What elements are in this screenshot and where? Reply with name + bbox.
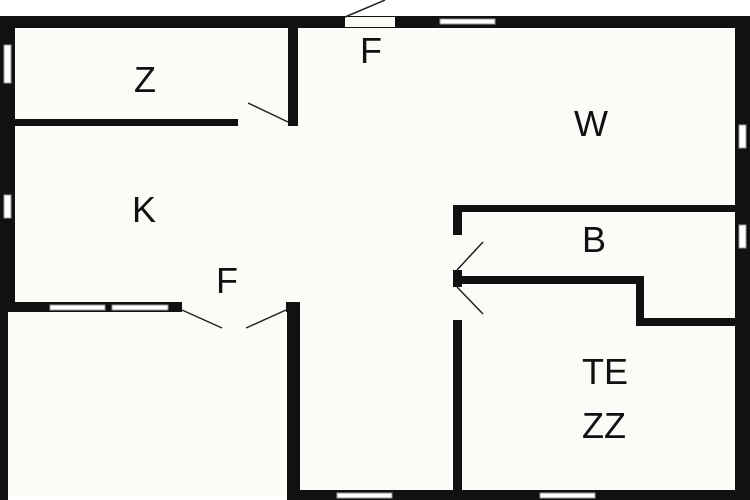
door-k bbox=[182, 302, 286, 312]
window bbox=[336, 492, 393, 499]
window bbox=[439, 18, 496, 25]
room-label-w: W bbox=[574, 103, 608, 144]
door-swing bbox=[181, 309, 223, 329]
door-swing bbox=[344, 0, 386, 18]
windows bbox=[3, 18, 747, 499]
room-label-b: B bbox=[582, 219, 606, 260]
room-labels: Z F W K F B TE ZZ bbox=[132, 30, 628, 446]
room-label-k: K bbox=[132, 189, 156, 230]
floor-area bbox=[8, 22, 743, 497]
wall-bottom bbox=[287, 490, 750, 500]
window bbox=[49, 304, 106, 311]
wall-right bbox=[735, 16, 750, 500]
wall-left-lower bbox=[0, 302, 8, 500]
wall-corridor-left bbox=[287, 302, 300, 500]
door-openings bbox=[181, 0, 484, 329]
door-swing bbox=[456, 286, 484, 315]
door-swing bbox=[247, 102, 289, 123]
window bbox=[3, 194, 12, 219]
window bbox=[111, 304, 169, 311]
wall-z-right bbox=[288, 28, 298, 126]
wall-left-upper bbox=[0, 16, 15, 312]
window bbox=[3, 44, 12, 84]
window bbox=[738, 224, 747, 249]
room-label-z: Z bbox=[134, 59, 156, 100]
door-f-top bbox=[345, 17, 395, 27]
door-b bbox=[453, 235, 462, 270]
window bbox=[738, 124, 747, 149]
room-label-zz: ZZ bbox=[582, 405, 626, 446]
wall-z-bottom bbox=[15, 119, 238, 126]
room-label-f-top: F bbox=[360, 30, 382, 71]
wall-b-bottom bbox=[462, 276, 644, 284]
wall-b-step bbox=[636, 276, 644, 326]
window bbox=[539, 492, 596, 499]
room-label-te: TE bbox=[582, 351, 628, 392]
wall-b-top bbox=[453, 205, 743, 212]
door-swing bbox=[245, 309, 287, 329]
door-swing bbox=[456, 241, 484, 271]
wall-bath-left bbox=[453, 205, 462, 495]
room-label-f-mid: F bbox=[216, 260, 238, 301]
door-z bbox=[238, 119, 288, 126]
wall-b-step-bottom bbox=[636, 318, 743, 326]
door-te bbox=[453, 287, 462, 320]
